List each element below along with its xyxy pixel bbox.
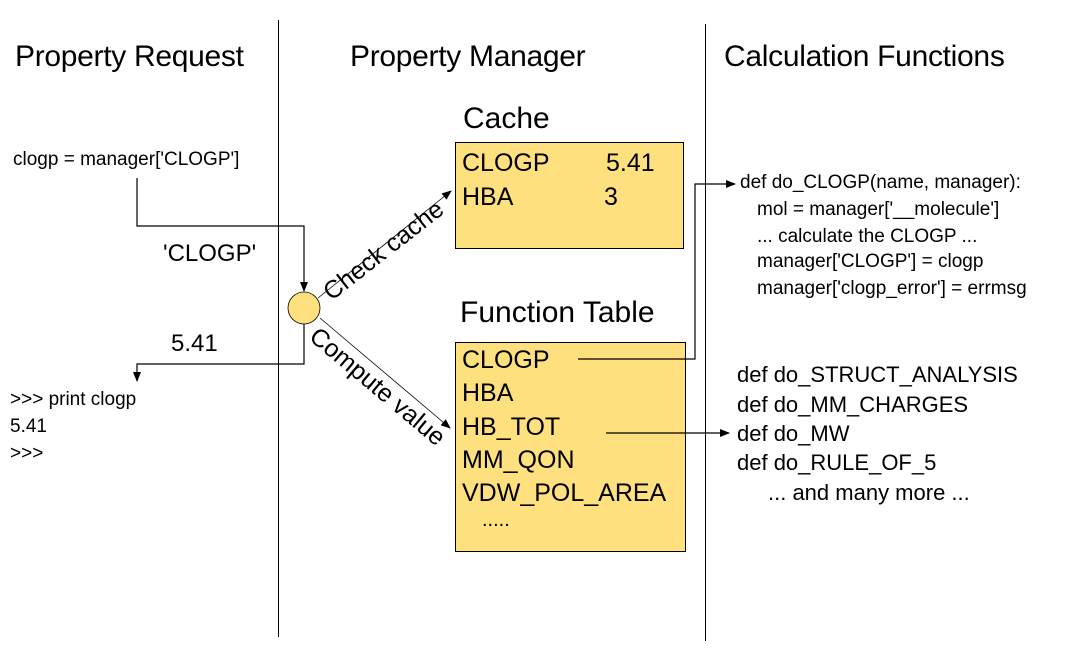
function-table-row: CLOGP: [462, 346, 550, 374]
check-cache-arrow: [317, 190, 452, 299]
clogp-def-line: mol = manager['__molecule']: [757, 199, 1000, 220]
console-line-2: 5.41: [10, 416, 47, 437]
function-table-row: HBA: [462, 379, 514, 407]
cache-title: Cache: [463, 102, 550, 135]
column-header-property-manager: Property Manager: [350, 40, 586, 73]
cache-value: 5.41: [606, 149, 655, 177]
return-value-label: 5.41: [171, 330, 218, 357]
console-line-3: >>>: [10, 443, 44, 464]
clogp-def-line: manager['clogp_error'] = errmsg: [757, 278, 1027, 299]
function-table-title: Function Table: [460, 296, 655, 329]
request-key-label: 'CLOGP': [163, 240, 257, 267]
column-header-calculation-functions: Calculation Functions: [724, 40, 1005, 73]
clogp-def-line: def do_CLOGP(name, manager):: [740, 172, 1021, 193]
function-def: def do_MW: [737, 421, 850, 446]
cache-key: CLOGP: [462, 149, 550, 177]
console-line-1: >>> print clogp: [10, 389, 137, 410]
function-table-box: CLOGP HBA HB_TOT MM_QON VDW_POL_AREA ...…: [455, 342, 686, 552]
column-header-property-request: Property Request: [15, 40, 244, 73]
column-divider-right: [705, 24, 706, 641]
function-table-row: MM_QON: [462, 446, 575, 474]
manager-node: [287, 291, 321, 325]
function-table-row: HB_TOT: [462, 413, 561, 441]
clogp-def-line: ... calculate the CLOGP ...: [757, 226, 978, 247]
clogp-def-line: manager['CLOGP'] = clogp: [757, 251, 984, 272]
cache-box: CLOGP 5.41 HBA 3: [455, 142, 684, 249]
request-arrow: [136, 178, 308, 292]
function-def: def do_RULE_OF_5: [737, 450, 937, 475]
return-arrow: [133, 324, 305, 382]
compute-value-arrow: [319, 317, 451, 429]
function-def: def do_STRUCT_ANALYSIS: [737, 362, 1018, 387]
cache-value: 3: [604, 183, 618, 211]
function-table-row-ellipsis: .....: [482, 509, 510, 531]
cache-key: HBA: [462, 183, 514, 211]
function-table-row: VDW_POL_AREA: [462, 479, 667, 507]
more-functions-note: ... and many more ...: [768, 480, 970, 505]
function-def: def do_MM_CHARGES: [737, 392, 969, 417]
clogp-function-link: [578, 180, 736, 360]
request-code: clogp = manager['CLOGP']: [13, 149, 240, 170]
column-divider-left: [278, 20, 279, 637]
